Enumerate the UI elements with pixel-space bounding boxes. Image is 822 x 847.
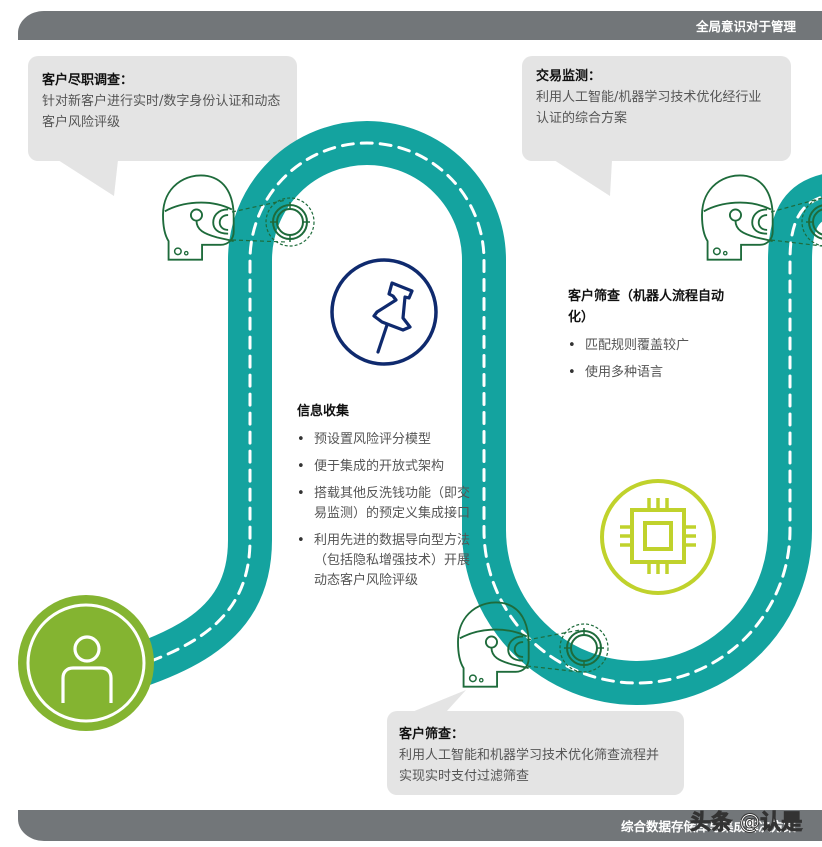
bubble-line: 客户风险评级 [42, 115, 121, 130]
footer-title: 综合数据存储库与集成解决方案 [620, 819, 796, 834]
bubble-title: 交易监测： [536, 69, 602, 84]
bubble-line: 利用人工智能/机器学习技术优化经行业 [536, 90, 762, 105]
list-item: 匹配规则覆盖较广 [568, 336, 738, 356]
info-collection-section: 信息收集 预设置风险评分模型 便于集成的开放式架构 搭载其他反洗钱功能（即交易监… [297, 401, 482, 598]
pushpin-icon [330, 258, 438, 366]
bubble-line: 实现实时支付过滤筛查 [399, 769, 530, 784]
bubble-line: 利用人工智能和机器学习技术优化筛查流程并 [399, 748, 660, 763]
robot-head-icon [701, 174, 774, 261]
bubble-transaction-monitoring: 交易监测： 利用人工智能/机器学习技术优化经行业 认证的综合方案 [536, 66, 786, 129]
bubble-screening-shape [387, 690, 684, 795]
list-item: 利用先进的数据导向型方法（包括隐私增强技术）开展动态客户风险评级 [297, 531, 482, 591]
bubble-line: 针对新客户进行实时/数字身份认证和动态 [42, 94, 281, 109]
bubble-customer-screening: 客户筛查： 利用人工智能和机器学习技术优化筛查流程并 实现实时支付过滤筛查 [399, 724, 679, 787]
list-item: 使用多种语言 [568, 363, 738, 383]
list-item: 便于集成的开放式架构 [297, 457, 482, 477]
bullet-list: 匹配规则覆盖较广 使用多种语言 [568, 336, 738, 383]
bubble-title: 客户筛查： [399, 727, 465, 742]
bubble-tm-shape [522, 56, 791, 196]
section-title: 信息收集 [297, 404, 350, 419]
watermark: 头条 @认是 [689, 810, 803, 835]
bullet-list: 预设置风险评分模型 便于集成的开放式架构 搭载其他反洗钱功能（即交易监测）的预定… [297, 430, 482, 591]
bubble-customer-due-diligence: 客户尽职调查： 针对新客户进行实时/数字身份认证和动态 客户风险评级 [42, 70, 292, 133]
header-banner: 全局意识对于管理 [18, 11, 822, 40]
bubble-title: 客户尽职调查： [42, 73, 134, 88]
footer-banner: 综合数据存储库与集成解决方案 [18, 810, 822, 841]
bubble-cdd-shape [28, 56, 297, 196]
list-item: 搭载其他反洗钱功能（即交易监测）的预定义集成接口 [297, 484, 482, 524]
bubble-line: 认证的综合方案 [536, 111, 628, 126]
section-title: 客户筛查（机器人流程自动化） [568, 289, 725, 325]
person-icon [18, 595, 154, 731]
chip-icon [600, 479, 716, 595]
customer-screening-rpa-section: 客户筛查（机器人流程自动化） 匹配规则覆盖较广 使用多种语言 [568, 286, 738, 390]
robot-head-icon [162, 174, 235, 261]
header-title: 全局意识对于管理 [695, 19, 796, 34]
list-item: 预设置风险评分模型 [297, 430, 482, 450]
